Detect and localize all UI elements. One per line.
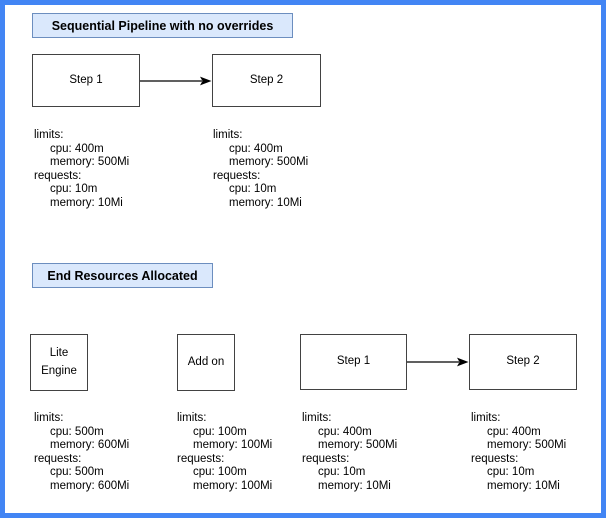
resource-line: cpu: 400m bbox=[318, 425, 372, 438]
resource-line: memory: 600Mi bbox=[50, 439, 130, 451]
node-end-step1: Step 1 bbox=[300, 334, 407, 390]
resource-line: memory: 10Mi bbox=[318, 479, 391, 492]
resource-line: memory: 10Mi bbox=[229, 196, 302, 209]
resource-line: cpu: 10m bbox=[50, 183, 98, 195]
resources-end-step2: limits: cpu: 400m memory: 500Mi requests… bbox=[471, 412, 566, 493]
resource-line: cpu: 100m bbox=[193, 466, 247, 478]
resource-line: memory: 100Mi bbox=[193, 439, 273, 451]
resource-line: limits: bbox=[177, 412, 207, 424]
section-title-pipeline: Sequential Pipeline with no overrides bbox=[32, 13, 293, 38]
node-pipeline-step2-label: Step 2 bbox=[249, 73, 284, 86]
arrow-end-step1-to-step2-icon bbox=[407, 357, 469, 367]
resources-end-step1: limits: cpu: 400m memory: 500Mi requests… bbox=[302, 412, 397, 493]
resources-pipeline-step2: limits: cpu: 400m memory: 500Mi requests… bbox=[213, 129, 308, 210]
resource-line: memory: 500Mi bbox=[50, 156, 130, 168]
resource-line: memory: 500Mi bbox=[318, 439, 398, 451]
resources-pipeline-step1: limits: cpu: 400m memory: 500Mi requests… bbox=[34, 129, 129, 210]
node-end-lite-engine-label: Lite Engine bbox=[41, 347, 77, 377]
resource-line: requests: bbox=[471, 452, 519, 465]
resource-line: memory: 600Mi bbox=[50, 479, 130, 492]
arrow-pipeline-step1-to-step2-icon bbox=[140, 76, 212, 86]
resource-line: memory: 500Mi bbox=[487, 439, 567, 451]
resources-end-add-on: limits: cpu: 100m memory: 100Mi requests… bbox=[177, 412, 272, 493]
resource-line: requests: bbox=[213, 169, 261, 182]
resource-line: requests: bbox=[177, 452, 225, 465]
resource-line: cpu: 500m bbox=[50, 425, 104, 438]
node-pipeline-step1-label: Step 1 bbox=[69, 73, 103, 86]
resource-line: memory: 100Mi bbox=[193, 479, 273, 492]
resource-line: memory: 10Mi bbox=[487, 479, 560, 492]
node-end-step1-label: Step 1 bbox=[336, 355, 371, 368]
resource-line: cpu: 10m bbox=[318, 466, 366, 478]
section-title-end-resources-label: End Resources Allocated bbox=[47, 268, 198, 283]
resource-line: cpu: 10m bbox=[487, 466, 535, 478]
resource-line: cpu: 10m bbox=[229, 183, 277, 195]
resources-end-lite-engine: limits: cpu: 500m memory: 600Mi requests… bbox=[34, 412, 129, 493]
resource-line: cpu: 400m bbox=[487, 425, 541, 438]
resource-line: requests: bbox=[34, 452, 82, 465]
resource-line: cpu: 500m bbox=[50, 466, 104, 478]
resource-line: requests: bbox=[302, 452, 350, 465]
resource-line: limits: bbox=[34, 129, 64, 141]
resource-line: memory: 500Mi bbox=[229, 156, 309, 168]
resource-line: limits: bbox=[34, 412, 64, 424]
section-title-pipeline-label: Sequential Pipeline with no overrides bbox=[51, 18, 274, 33]
resource-line: cpu: 400m bbox=[229, 142, 283, 155]
node-pipeline-step1: Step 1 bbox=[32, 54, 140, 107]
node-end-step2: Step 2 bbox=[469, 334, 577, 390]
resource-line: cpu: 100m bbox=[193, 425, 247, 438]
node-end-lite-engine: Lite Engine bbox=[30, 334, 88, 391]
node-pipeline-step2: Step 2 bbox=[212, 54, 321, 107]
node-end-add-on-label: Add on bbox=[187, 355, 225, 368]
resource-line: memory: 10Mi bbox=[50, 196, 123, 209]
resource-line: requests: bbox=[34, 169, 82, 182]
node-end-add-on: Add on bbox=[177, 334, 235, 391]
node-end-step2-label: Step 2 bbox=[506, 355, 540, 368]
resource-line: limits: bbox=[213, 129, 243, 141]
resource-line: limits: bbox=[302, 412, 332, 424]
resource-line: cpu: 400m bbox=[50, 142, 104, 155]
resource-line: limits: bbox=[471, 412, 501, 424]
section-title-end-resources: End Resources Allocated bbox=[32, 263, 213, 288]
